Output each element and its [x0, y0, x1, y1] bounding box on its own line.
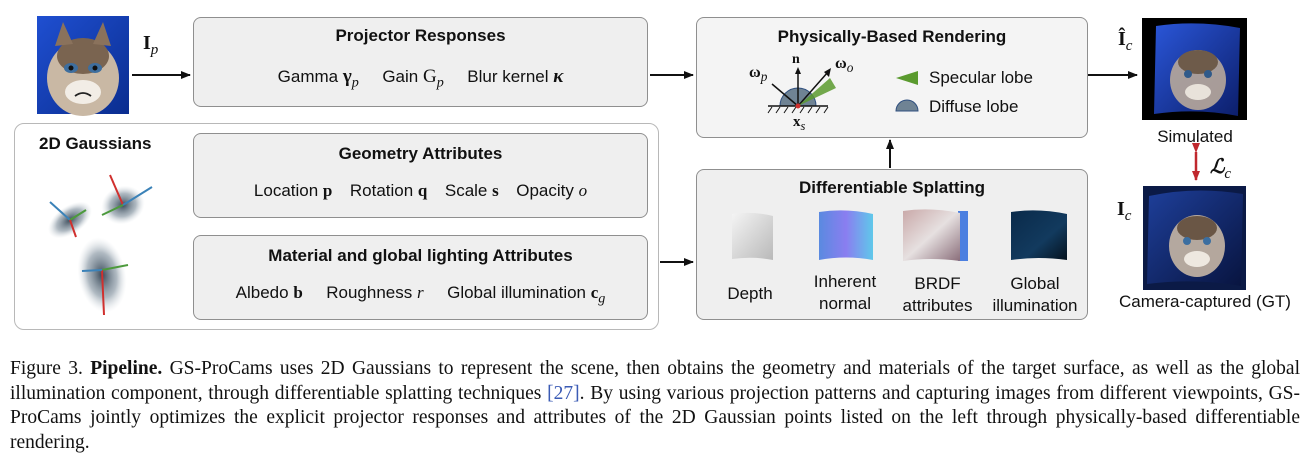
- brdf-thumbnail: [903, 209, 968, 261]
- geometry-title: Geometry Attributes: [338, 144, 503, 163]
- xs-symbol: xs: [793, 114, 805, 134]
- omega-o-sub: o: [846, 60, 854, 76]
- caption-text-1: GS-ProCams uses 2D Gaussians to represen…: [10, 358, 1300, 404]
- omega-p-sub: p: [760, 69, 768, 85]
- location-symbol: p: [322, 181, 333, 200]
- albedo-symbol: b: [293, 283, 303, 302]
- figure-caption: Figure 3. Pipeline. GS-ProCams uses 2D G…: [10, 357, 1300, 455]
- loss-sub: c: [1224, 166, 1232, 182]
- global-illumination-label: Global illumination: [447, 283, 586, 302]
- loss-l: ℒ: [1210, 156, 1225, 178]
- blur-kernel-label: Blur kernel: [467, 67, 549, 86]
- geometry-row: Location p Rotation q Scale s Opacity o: [194, 181, 647, 201]
- scale-label: Scale: [444, 181, 488, 200]
- xs-sub: s: [800, 119, 806, 133]
- caption-prefix: Figure 3.: [10, 358, 91, 379]
- symbol-ic-sub: c: [1124, 208, 1132, 224]
- simulated-symbol: Îc: [1118, 28, 1132, 55]
- omega-p-symbol: ωp: [749, 64, 767, 85]
- roughness-symbol: r: [417, 283, 424, 302]
- diffuse-lobe-label: Diffuse lobe: [929, 97, 1019, 116]
- gain-label: Gain: [382, 67, 419, 86]
- brdf-lobe-illustration: [767, 67, 836, 114]
- opacity-symbol: o: [578, 181, 588, 200]
- location-label: Location: [253, 181, 319, 200]
- specular-lobe-label: Specular lobe: [929, 68, 1033, 87]
- geometry-attributes-panel: Geometry Attributes Location p Rotation …: [193, 133, 648, 218]
- projector-input-image: [37, 16, 129, 116]
- splatting-title: Differentiable Splatting: [798, 178, 986, 197]
- omega-o: ω: [835, 55, 847, 72]
- gamma-sub: p: [351, 74, 359, 91]
- gain-sub: p: [436, 74, 444, 91]
- global-illumination-thumbnail: [1011, 210, 1067, 260]
- symbol-ip-sub: p: [150, 42, 159, 58]
- gaussian-splats-illustration: [48, 174, 153, 316]
- albedo-label: Albedo: [235, 283, 289, 302]
- loss-symbol: ℒc: [1210, 154, 1231, 183]
- captured-label: Camera-captured (GT): [1119, 292, 1291, 311]
- specular-lobe-icon: [896, 71, 918, 85]
- material-row: Albedo b Roughness r Global illumination…: [194, 283, 647, 307]
- projector-input-symbol: Ip: [143, 32, 158, 59]
- symbol-ic-hat-sub: c: [1125, 38, 1133, 54]
- symbol-ic: I: [1117, 198, 1125, 220]
- caption-text-2: . By using various projection patterns a…: [10, 382, 1300, 453]
- opacity-label: Opacity: [516, 181, 574, 200]
- captured-image: [1143, 186, 1246, 290]
- depth-label: Depth: [727, 284, 773, 303]
- xs: x: [793, 114, 801, 130]
- pbr-title: Physically-Based Rendering: [777, 27, 1007, 46]
- symbol-ip: I: [143, 32, 151, 54]
- roughness-label: Roughness: [326, 283, 413, 302]
- rotation-label: Rotation: [349, 181, 414, 200]
- symbol-ic-hat: Î: [1118, 28, 1126, 50]
- omega-o-symbol: ωo: [835, 55, 853, 76]
- omega-p: ω: [749, 64, 761, 81]
- global-illumination-symbol: c: [590, 283, 599, 302]
- depth-thumbnail: [732, 212, 773, 260]
- normal-thumbnail: [819, 210, 873, 260]
- projector-responses-row: Gamma γp Gain Gp Blur kernel κ: [194, 66, 647, 91]
- gaussians-title: 2D Gaussians: [39, 134, 152, 153]
- material-title: Material and global lighting Attributes: [268, 246, 573, 265]
- captured-symbol: Ic: [1117, 198, 1131, 225]
- projector-responses-panel: Projector Responses Gamma γp Gain Gp Blu…: [193, 17, 648, 107]
- global-illumination-sub: g: [598, 290, 606, 307]
- rotation-symbol: q: [417, 181, 428, 200]
- caption-citation[interactable]: [27]: [547, 382, 580, 404]
- material-attributes-panel: Material and global lighting Attributes …: [193, 235, 648, 320]
- scale-symbol: s: [492, 181, 499, 200]
- simulated-label: Simulated: [1157, 127, 1233, 146]
- pbr-panel: Physically-Based Rendering: [696, 17, 1088, 138]
- diffuse-lobe-icon: [895, 99, 919, 112]
- gain-symbol: G: [422, 66, 437, 87]
- gamma-symbol: γ: [342, 66, 352, 87]
- gamma-label: Gamma: [277, 67, 339, 86]
- normal-symbol: n: [792, 52, 800, 67]
- simulated-image: [1142, 18, 1247, 120]
- blur-kernel-symbol: κ: [553, 66, 564, 87]
- projector-responses-title: Projector Responses: [335, 26, 506, 45]
- caption-bold: Pipeline.: [90, 358, 163, 379]
